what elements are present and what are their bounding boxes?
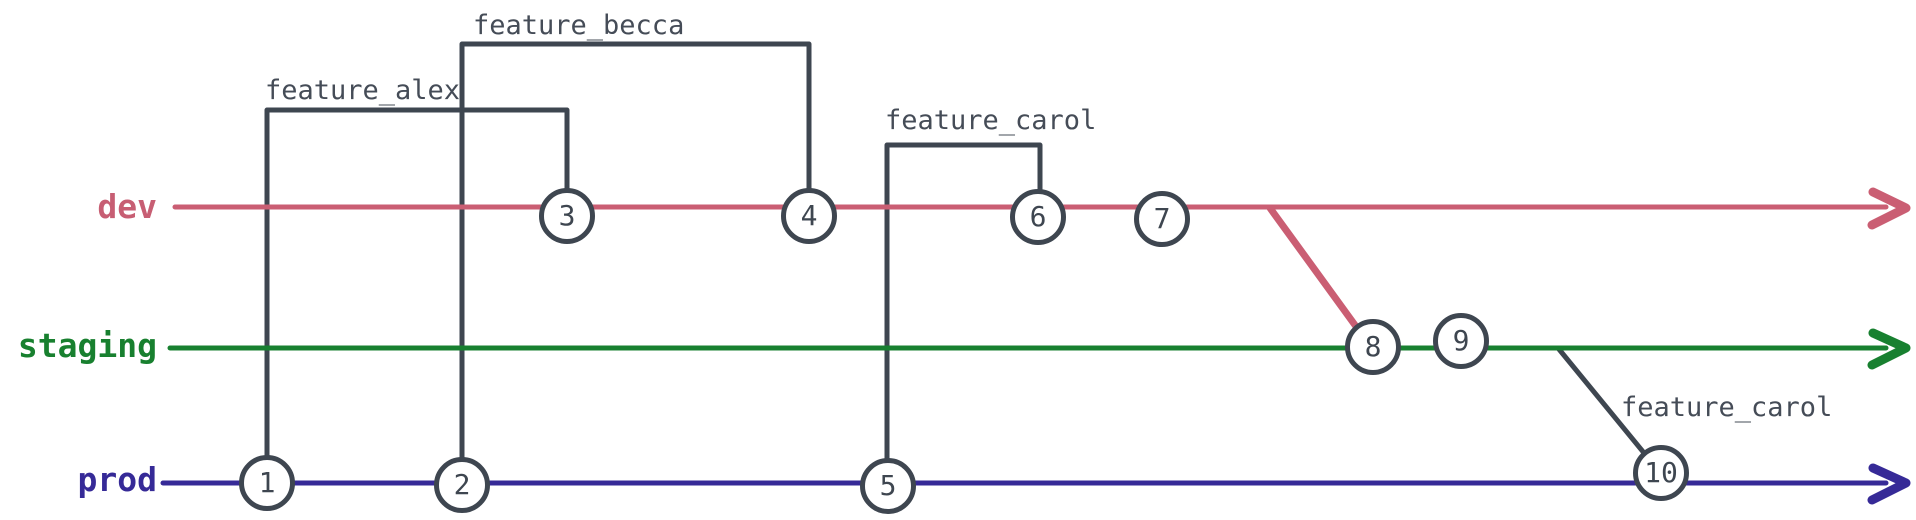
commit-node: 3 [539,188,595,244]
staging-arrow-right-icon [1867,328,1911,370]
commit-node: 7 [1134,191,1190,247]
commit-node: 4 [781,188,837,244]
feature-label-alex: feature_alex [265,75,461,106]
commit-node: 8 [1345,319,1401,375]
feature-label-carol: feature_carol [885,105,1097,136]
dev-to-staging-merge-line [1266,204,1372,347]
dev-arrow-right-icon [1867,187,1911,230]
commit-node: 1 [239,455,295,511]
commit-node: 2 [434,457,490,513]
feature-carol-line [884,142,1043,475]
feature-carol-to-prod-line [1555,345,1661,473]
commit-node: 5 [860,458,916,514]
feature-becca-line [459,41,812,475]
prod-arrow-right-icon [1867,463,1911,505]
commit-node: 6 [1010,189,1066,245]
feature-label-becca: feature_becca [473,10,685,41]
commit-node: 10 [1633,445,1689,501]
branch-label-prod: prod [77,460,157,499]
feature-label-carol-merge: feature_carol [1621,392,1833,423]
commit-node: 9 [1433,313,1489,369]
feature-alex-line [264,107,570,473]
branch-label-dev: dev [97,187,157,226]
branch-label-staging: staging [17,326,157,365]
